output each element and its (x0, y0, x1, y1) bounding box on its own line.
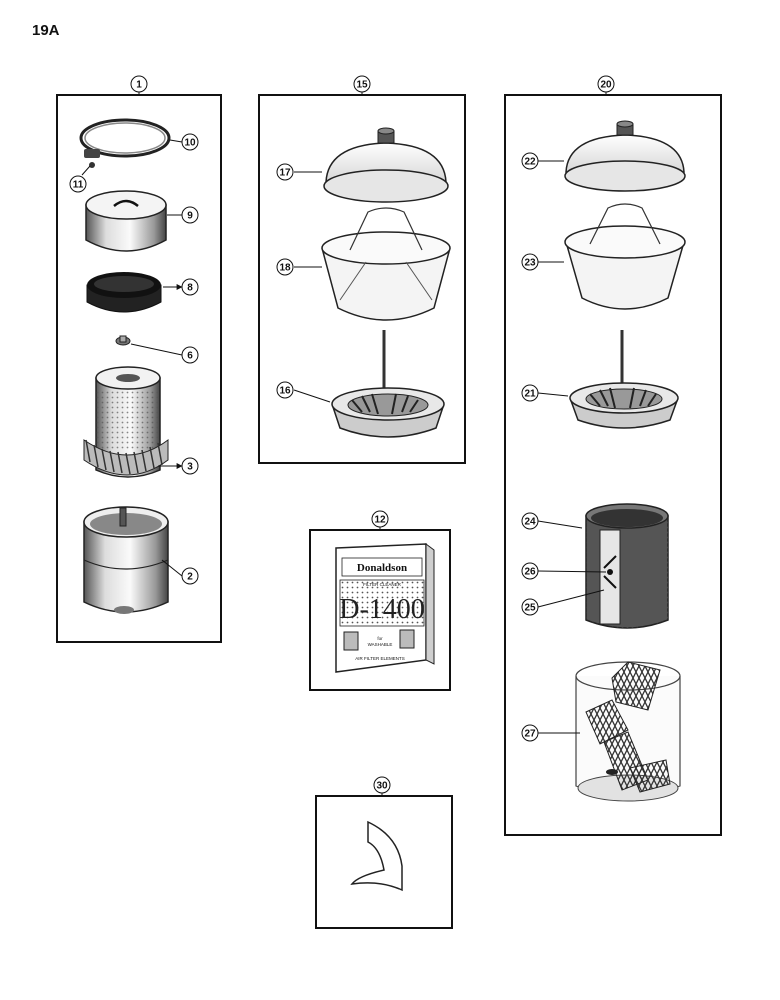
group-20-label: 20 (600, 80, 612, 91)
callout-11: 11 (73, 180, 84, 191)
callout-24: 24 (524, 517, 536, 528)
callout-23: 23 (524, 258, 536, 269)
base-part (331, 330, 445, 438)
gasket-part (350, 820, 403, 892)
page-number: 19A (32, 22, 60, 39)
nut-part (115, 335, 131, 346)
mesh-element-part (575, 661, 681, 802)
callout-27: 27 (524, 729, 536, 740)
bowl-23-part (564, 203, 686, 310)
leader-10 (169, 139, 183, 143)
group-12-label: 12 (374, 515, 386, 526)
callout-26: 26 (524, 567, 536, 578)
lid-part (323, 127, 449, 203)
package-brand: Donaldson (357, 562, 407, 574)
group-15-label: 15 (356, 80, 368, 91)
callout-25: 25 (524, 603, 536, 614)
group-15: 15 17 18 16 (258, 75, 466, 464)
body-part (83, 506, 169, 614)
callout-22: 22 (524, 157, 536, 168)
callout-9: 9 (187, 211, 193, 222)
package-footer: AIR FILTER ELEMENTS (355, 656, 404, 661)
group-20: 20 22 23 21 (504, 75, 722, 836)
group-30-box (315, 795, 453, 929)
group-12: 12 Donaldson FILTER CLEANER D-1400 for W… (309, 510, 451, 691)
callout-18: 18 (279, 263, 291, 274)
callout-8: 8 (187, 283, 193, 294)
callout-10: 10 (184, 138, 196, 149)
cap-part (86, 272, 162, 313)
group-20-box (504, 94, 722, 836)
callout-16: 16 (279, 386, 291, 397)
lid-22-part (564, 120, 686, 192)
callout-21: 21 (524, 389, 536, 400)
package-note-for: for (377, 636, 383, 641)
base-21-part (569, 330, 679, 429)
filter-cleaner-package: Donaldson FILTER CLEANER D-1400 for WASH… (335, 543, 435, 673)
sleeve-part (585, 503, 669, 629)
leader-11 (81, 165, 91, 176)
group-30: 30 (315, 776, 453, 929)
bowl-part (321, 207, 451, 321)
clamp-part (79, 118, 171, 168)
package-subtitle: FILTER CLEANER (363, 582, 401, 587)
package-product: D-1400 (339, 594, 425, 625)
callout-3: 3 (187, 462, 193, 473)
group-1: 1 10 11 9 8 (56, 75, 222, 643)
package-note-washable: WASHABLE (368, 642, 393, 647)
callout-6: 6 (187, 351, 193, 362)
group-30-label: 30 (376, 781, 388, 792)
filter-element-part (83, 366, 169, 478)
group-1-label: 1 (136, 80, 142, 91)
callout-17: 17 (279, 168, 291, 179)
cover-part (85, 190, 167, 252)
callout-2: 2 (187, 572, 193, 583)
